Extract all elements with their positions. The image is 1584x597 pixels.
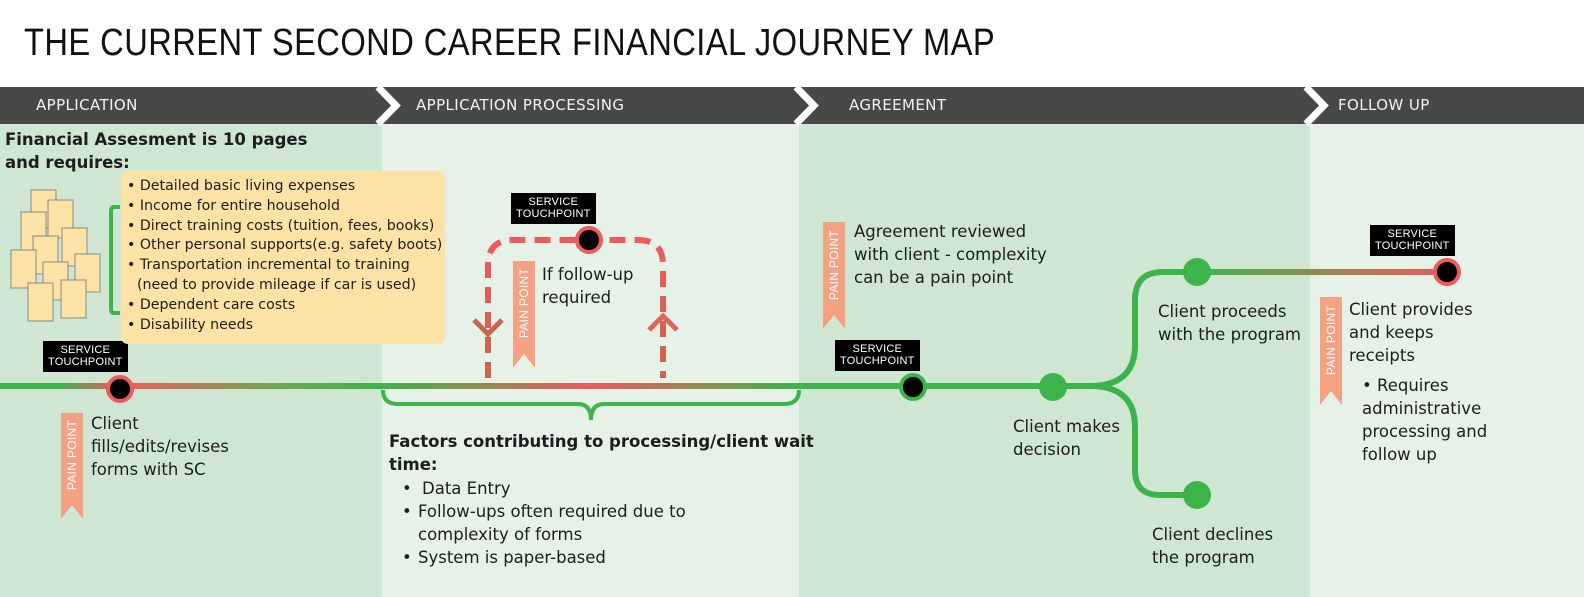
factor-item: Data Entry — [402, 477, 686, 500]
requirement-item: • Detailed basic living expenses — [127, 178, 356, 194]
stage-label-agreement: AGREEMENT — [849, 96, 947, 114]
timeline-line — [0, 269, 1447, 498]
follow-up-required-text: If follow-up required — [542, 265, 634, 307]
service-touchpoint-tag: SERVICE TOUCHPOINT — [1370, 225, 1455, 256]
touchpoint-node — [1433, 258, 1461, 286]
admin-processing-text: • Requires administrative processing and… — [1362, 376, 1488, 464]
requirement-item: • Disability needs — [127, 316, 253, 333]
requirements-list: • Detailed basic living expenses • Incom… — [127, 177, 442, 335]
pain-point-label: PAIN POINT — [65, 419, 79, 491]
agreement-reviewed-text: Agreement reviewed with client - complex… — [854, 222, 1047, 287]
service-touchpoint-tag: SERVICE TOUCHPOINT — [511, 193, 596, 224]
factors-list: Data Entry Follow-ups often required due… — [402, 477, 686, 569]
requirement-item: (need to provide mileage if car is used) — [137, 276, 417, 293]
factors-heading: Factors contributing to processing/clien… — [389, 432, 814, 474]
assessment-heading: Financial Assesment is 10 pages and requ… — [5, 130, 308, 172]
touchpoint-node — [899, 373, 927, 401]
decision-node — [1039, 373, 1067, 401]
declines-node — [1183, 481, 1211, 509]
stage-label-follow-up: FOLLOW UP — [1338, 96, 1430, 114]
factor-item: System is paper-based — [402, 546, 686, 569]
proceeds-node — [1183, 258, 1211, 286]
factor-item: Follow-ups often required due tocomplexi… — [402, 500, 686, 546]
client-fills-forms-text: Client fills/edits/revises forms with SC — [91, 414, 229, 479]
service-touchpoint-tag: SERVICE TOUCHPOINT — [43, 341, 128, 372]
stage-label-application: APPLICATION — [36, 96, 138, 114]
zone-follow-up — [1310, 124, 1584, 597]
client-decision-text: Client makes decision — [1013, 417, 1120, 459]
touchpoint-node — [575, 226, 603, 254]
pain-point-flag-icon — [823, 222, 845, 329]
pain-point-label: PAIN POINT — [827, 229, 841, 301]
follow-up-loop — [472, 237, 679, 378]
page-title: THE CURRENT SECOND CAREER FINANCIAL JOUR… — [24, 22, 996, 64]
pain-point-flag-icon — [1320, 297, 1342, 405]
requirement-item: • Income for entire household — [127, 197, 340, 214]
pain-point-flag-icon — [61, 413, 83, 519]
stage-label-application-processing: APPLICATION PROCESSING — [416, 96, 625, 114]
service-touchpoint-tag: SERVICE TOUCHPOINT — [835, 340, 920, 371]
client-proceeds-text: Client proceeds with the program — [1158, 302, 1302, 344]
documents-bracket — [109, 205, 120, 315]
client-declines-text: Client declines the program — [1152, 525, 1274, 567]
processing-brace — [381, 389, 801, 421]
document-stack-icon — [10, 189, 101, 322]
requirement-item: • Transportation incremental to training — [127, 257, 410, 274]
requirement-item: • Dependent care costs — [127, 296, 296, 313]
requirement-item: • Other personal supports(e.g. safety bo… — [127, 237, 443, 254]
pain-point-label: PAIN POINT — [1324, 304, 1338, 376]
pain-point-flag-icon — [513, 261, 535, 368]
requirements-note — [121, 171, 445, 344]
requirement-item: • Direct training costs (tuition, fees, … — [127, 217, 435, 234]
touchpoint-node — [106, 375, 134, 403]
pain-point-label: PAIN POINT — [517, 267, 531, 339]
client-receipts-text: Client provides and keeps receipts — [1349, 300, 1473, 365]
